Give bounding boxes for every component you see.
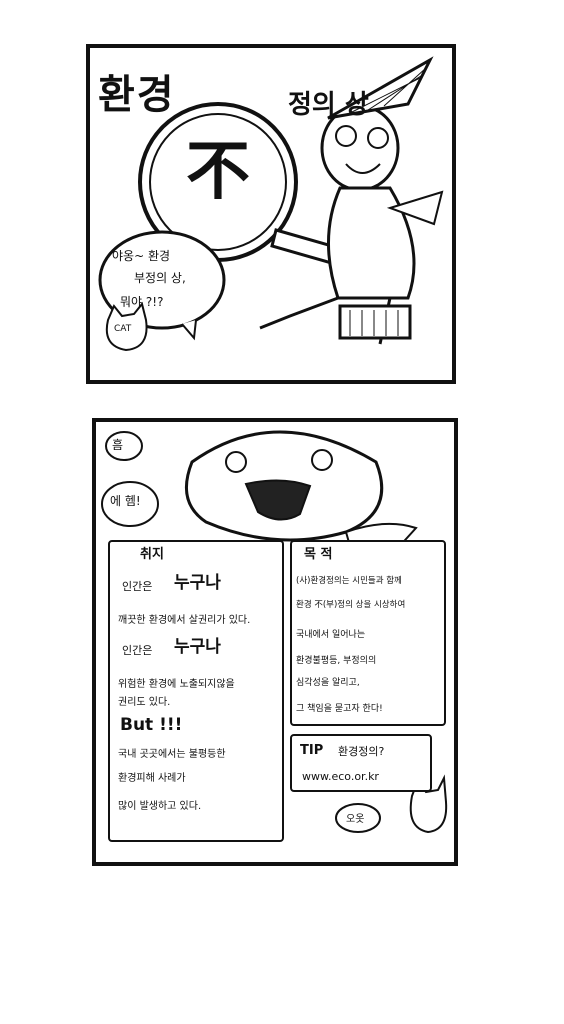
tip-title: 환경정의? (338, 745, 385, 758)
cat-drawing (105, 301, 148, 352)
comic-panel-2: 흠 에 헴! 취지 인간은 누구나 깨끗한 환경에서 살권리가 있다. 인간은 … (92, 418, 458, 866)
tip-label: TIP (300, 743, 324, 758)
bubble-line-1: 야옹~ 환경 (112, 249, 171, 263)
pointed-hat (327, 56, 434, 120)
goal-line6: 그 책임을 묻고자 한다! (296, 704, 383, 714)
purpose-line1-word: 누구나 (174, 573, 221, 593)
bubble-line-2: 부정의 상, (134, 271, 186, 285)
purpose-line2: 깨끗한 환경에서 살권리가 있다. (118, 615, 251, 626)
goal-heading: 목 적 (304, 547, 333, 562)
purpose-line8: 환경피해 사례가 (118, 773, 186, 784)
tip-url[interactable]: www.eco.or.kr (302, 770, 379, 783)
title-sub: 정의 상 (288, 90, 369, 120)
goal-line4: 환경불평등, 부정의의 (296, 656, 377, 666)
title-main: 환경 (98, 72, 176, 118)
goal-box: 목 적 (사)환경정의는 시민들과 함께 환경 不(부)정의 상을 시상하여 국… (290, 540, 446, 726)
purpose-line1-prefix: 인간은 (122, 580, 153, 593)
purpose-line9: 많이 발생하고 있다. (118, 801, 202, 812)
goal-line5: 심각성을 알리고, (296, 678, 360, 688)
panel1-illustration (98, 56, 444, 352)
purpose-line4: 위험한 환경에 노출되지않을 (118, 679, 235, 690)
character-body (326, 186, 416, 300)
purpose-box: 취지 인간은 누구나 깨끗한 환경에서 살권리가 있다. 인간은 누구나 위험한… (108, 540, 284, 842)
goal-line1: (사)환경정의는 시민들과 함께 (296, 576, 402, 586)
purpose-line6: But !!! (120, 715, 183, 735)
open-mouth (244, 479, 312, 521)
exclaim-hmm: 흠 (112, 438, 124, 452)
cat-says: 오옷 (346, 814, 365, 825)
purpose-line7: 국내 곳곳에서는 불평등한 (118, 749, 226, 760)
comic-panel-1: 환경 不 정의 상 야옹~ 환경 부정의 상, 뭐야 ?!? CAT (86, 44, 456, 384)
purpose-line3-prefix: 인간은 (122, 644, 153, 657)
purpose-line3-word: 누구나 (174, 637, 221, 657)
bubble-line-3: 뭐야 ?!? (120, 295, 164, 309)
cat-label: CAT (114, 324, 132, 334)
magnifier-rim (149, 113, 287, 251)
goal-line2: 환경 不(부)정의 상을 시상하여 (296, 600, 406, 610)
tip-box: TIP 환경정의? www.eco.or.kr (290, 734, 432, 792)
purpose-line5: 권리도 있다. (118, 697, 171, 708)
goal-line3: 국내에서 일어나는 (296, 630, 366, 640)
purpose-heading: 취지 (140, 547, 164, 562)
title-mark-bu: 不 (186, 135, 250, 209)
speech-bubble (98, 230, 226, 330)
exclaim-ahem: 에 헴! (110, 494, 141, 508)
